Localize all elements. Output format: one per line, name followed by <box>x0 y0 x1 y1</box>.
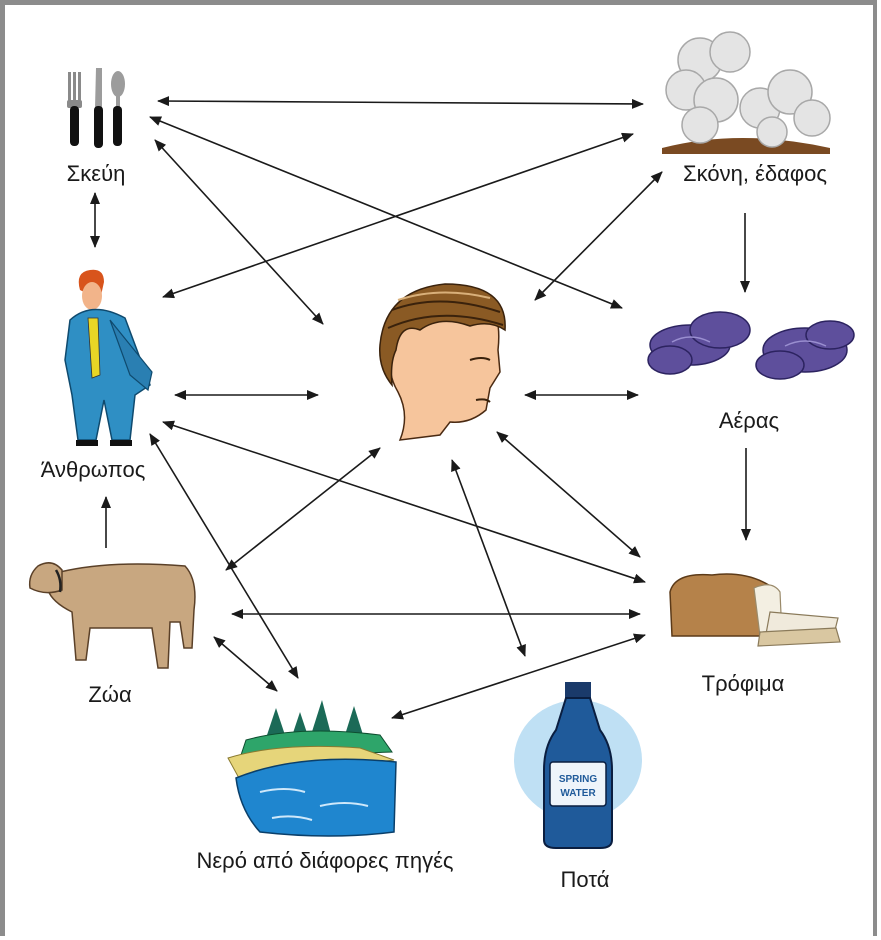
arrow-human-food <box>163 422 645 582</box>
arrow-animals-water <box>214 637 277 691</box>
man-in-suit-icon <box>65 270 152 446</box>
arrow-food-water <box>392 635 645 718</box>
label-air: Αέρας <box>690 407 808 434</box>
label-drinks: Ποτά <box>535 866 635 893</box>
label-water-sources: Νερό από διάφορες πηγές <box>180 847 470 874</box>
arrow-head-dust <box>535 172 662 300</box>
label-food: Τρόφιμα <box>668 670 818 697</box>
purple-cloud-icon <box>648 312 854 379</box>
arrow-utensils-dust <box>158 101 643 104</box>
dust-cloud-icon <box>662 32 830 154</box>
lake-landscape-icon <box>228 700 396 836</box>
label-human: Άνθρωπος <box>14 456 172 483</box>
water-bottle-icon: SPRING WATER <box>514 682 642 848</box>
arrow-utensils-head <box>155 140 323 324</box>
label-dust-soil: Σκόνη, έδαφος <box>640 160 870 187</box>
label-utensils: Σκεύη <box>38 160 154 187</box>
bottle-brand-line1: SPRING <box>559 774 598 785</box>
utensils-icon <box>67 68 125 148</box>
arrow-head-food <box>497 432 640 557</box>
bottle-brand-line2: WATER <box>560 788 596 799</box>
arrow-head-animals <box>226 448 380 570</box>
human-head-icon <box>380 284 505 440</box>
arrow-head-drinks <box>452 460 525 656</box>
bread-icon <box>670 574 840 646</box>
arrow-human-water <box>150 434 298 678</box>
cow-icon <box>30 563 195 668</box>
label-animals: Ζώα <box>60 681 160 708</box>
